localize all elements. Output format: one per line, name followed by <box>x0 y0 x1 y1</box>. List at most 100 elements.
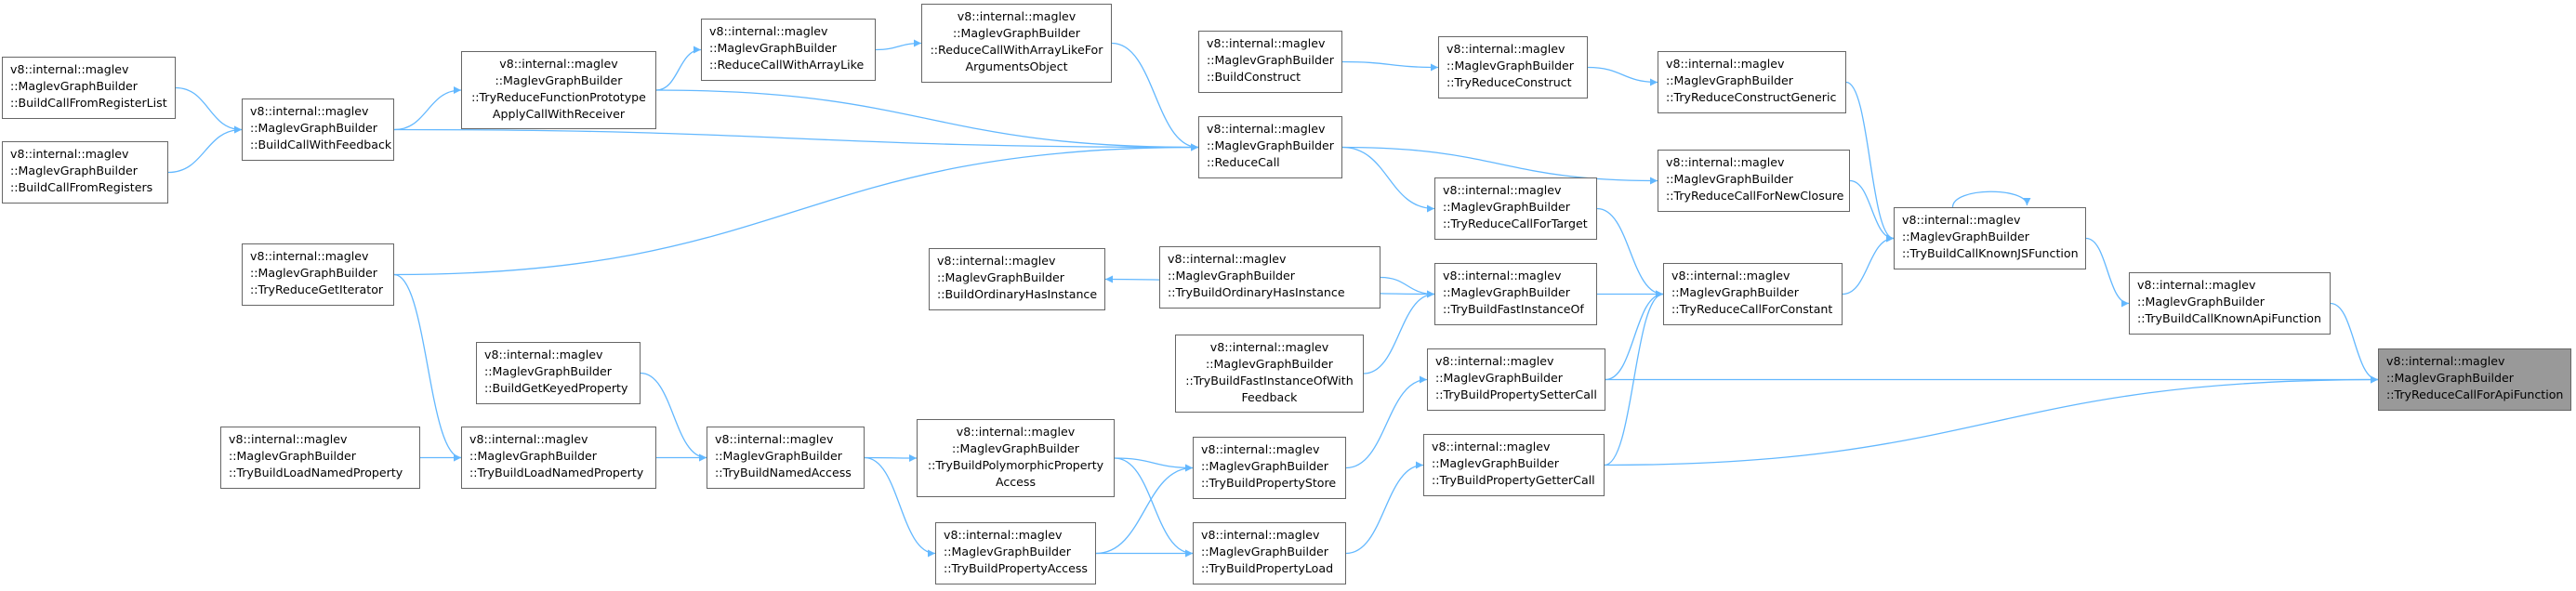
edge-tbckjf-to-tbckjf <box>1951 190 2031 208</box>
node-line: ::MaglevGraphBuilder <box>469 449 597 463</box>
edge-tbpgc-to-trcfc <box>1604 290 1664 466</box>
edge-tbckjf-to-tbckaf <box>2085 237 2130 308</box>
node-try-build-property-access[interactable]: v8::internal::maglev ::MaglevGraphBuilde… <box>935 522 1096 584</box>
node-line: v8::internal::maglev <box>10 62 129 76</box>
node-line: ::MaglevGraphBuilder <box>10 79 138 93</box>
node-line: ::MaglevGraphBuilder <box>1666 73 1793 87</box>
node-line: ::BuildCallFromRegisters <box>10 180 153 194</box>
node-line: ::MaglevGraphBuilder <box>1666 172 1793 186</box>
node-line: v8::internal::maglev <box>1443 269 1562 282</box>
node-line: ::TryBuildNamedAccess <box>715 466 852 479</box>
node-try-build-property-store[interactable]: v8::internal::maglev ::MaglevGraphBuilde… <box>1193 437 1346 499</box>
node-line: ::MaglevGraphBuilder <box>1207 138 1334 152</box>
node-try-reduce-construct[interactable]: v8::internal::maglev ::MaglevGraphBuilde… <box>1438 36 1588 98</box>
edge-rcwal-to-rcwalfao <box>875 39 922 51</box>
node-try-reduce-call-for-api-function[interactable]: v8::internal::maglev ::MaglevGraphBuilde… <box>2378 348 2571 411</box>
node-try-build-named-access[interactable]: v8::internal::maglev ::MaglevGraphBuilde… <box>707 427 865 489</box>
edge-trcfnc-to-tbckjf <box>1849 179 1895 243</box>
node-try-reduce-function-prototype-apply-call-with-receiver[interactable]: v8::internal::maglev ::MaglevGraphBuilde… <box>461 51 656 129</box>
node-try-build-fast-instance-of-with-feedback[interactable]: v8::internal::maglev ::MaglevGraphBuilde… <box>1175 335 1364 413</box>
node-try-reduce-call-for-constant[interactable]: v8::internal::maglev ::MaglevGraphBuilde… <box>1663 263 1843 325</box>
node-line: ::TryBuildCallKnownApiFunction <box>2137 311 2321 325</box>
node-line: v8::internal::maglev <box>1447 42 1565 56</box>
node-try-build-property-setter-call[interactable]: v8::internal::maglev ::MaglevGraphBuilde… <box>1427 348 1605 411</box>
node-line: ::MaglevGraphBuilder <box>10 164 138 177</box>
node-line: Feedback <box>1241 390 1298 404</box>
node-line: ::MaglevGraphBuilder <box>944 545 1071 558</box>
node-line: ArgumentsObject <box>965 59 1068 73</box>
node-line: ::MaglevGraphBuilder <box>1432 456 1559 470</box>
node-build-call-from-register-list[interactable]: v8::internal::maglev ::MaglevGraphBuilde… <box>2 57 176 119</box>
node-build-get-keyed-property[interactable]: v8::internal::maglev ::MaglevGraphBuilde… <box>476 342 641 404</box>
node-line: ::MaglevGraphBuilder <box>495 73 623 87</box>
node-line: ::BuildConstruct <box>1207 70 1301 84</box>
node-line: v8::internal::maglev <box>937 254 1056 268</box>
edge-rc-to-trcft <box>1341 146 1435 213</box>
edge-rcwalfao-to-rc <box>1111 42 1199 151</box>
node-try-build-call-known-js-function[interactable]: v8::internal::maglev ::MaglevGraphBuilde… <box>1894 207 2086 269</box>
node-try-reduce-call-for-new-closure[interactable]: v8::internal::maglev ::MaglevGraphBuilde… <box>1658 150 1850 212</box>
node-line: ::ReduceCallWithArrayLikeFor <box>930 43 1103 57</box>
node-line: ::MaglevGraphBuilder <box>250 121 377 135</box>
node-line: ::TryReduceCallForNewClosure <box>1666 189 1844 203</box>
node-try-build-call-known-api-function[interactable]: v8::internal::maglev ::MaglevGraphBuilde… <box>2129 272 2331 335</box>
node-line: ::TryBuildLoadNamedProperty <box>469 466 644 479</box>
node-try-reduce-call-for-target[interactable]: v8::internal::maglev ::MaglevGraphBuilde… <box>1434 177 1597 240</box>
node-try-build-load-named-property-source[interactable]: v8::internal::maglev ::MaglevGraphBuilde… <box>220 427 420 489</box>
node-reduce-call-with-array-like[interactable]: v8::internal::maglev ::MaglevGraphBuilde… <box>701 19 876 81</box>
node-line: v8::internal::maglev <box>1432 440 1551 453</box>
node-line: ::TryBuildPropertyGetterCall <box>1432 473 1595 487</box>
node-line: v8::internal::maglev <box>944 528 1063 542</box>
node-line: ::TryBuildPropertyStore <box>1201 476 1337 490</box>
edge-tbpl-to-tbpgc <box>1345 461 1424 555</box>
node-build-ordinary-has-instance[interactable]: v8::internal::maglev ::MaglevGraphBuilde… <box>929 248 1105 310</box>
edge-tbpgc-to-trcfaf <box>1604 375 2379 466</box>
node-line: Access <box>995 475 1037 489</box>
edge-tbfiowf-to-tbfio <box>1363 290 1435 374</box>
node-try-build-property-getter-call[interactable]: v8::internal::maglev ::MaglevGraphBuilde… <box>1423 434 1605 496</box>
node-try-reduce-get-iterator[interactable]: v8::internal::maglev ::MaglevGraphBuilde… <box>242 243 394 306</box>
node-line: ::MaglevGraphBuilder <box>2137 295 2265 309</box>
node-line: ::MaglevGraphBuilder <box>2386 371 2514 385</box>
node-line: v8::internal::maglev <box>1671 269 1790 282</box>
edge-bgkp-to-tbna <box>640 372 707 462</box>
node-line: ::TryReduceCallForTarget <box>1443 217 1588 230</box>
edge-trgi-to-tblnp2 <box>393 273 462 462</box>
edge-bc-to-trc <box>1341 60 1439 72</box>
edge-tbppa-to-tbpl <box>1114 457 1194 558</box>
edge-bcfrl-to-bcwf <box>175 86 243 134</box>
node-line: v8::internal::maglev <box>1666 57 1785 71</box>
node-line: v8::internal::maglev <box>1201 442 1320 456</box>
node-line: ::MaglevGraphBuilder <box>1671 285 1799 299</box>
edge-trcfc-to-tbckjf <box>1842 234 1895 296</box>
node-line: v8::internal::maglev <box>1201 528 1320 542</box>
node-line: v8::internal::maglev <box>229 432 348 446</box>
node-line: ::TryReduceConstruct <box>1447 75 1572 89</box>
node-line: ::MaglevGraphBuilder <box>1206 357 1333 371</box>
node-reduce-call-with-array-like-for-arguments-object[interactable]: v8::internal::maglev ::MaglevGraphBuilde… <box>921 4 1112 83</box>
node-build-construct[interactable]: v8::internal::maglev ::MaglevGraphBuilde… <box>1198 31 1342 93</box>
node-try-reduce-construct-generic[interactable]: v8::internal::maglev ::MaglevGraphBuilde… <box>1658 51 1846 113</box>
node-line: ::MaglevGraphBuilder <box>1443 285 1570 299</box>
node-reduce-call[interactable]: v8::internal::maglev ::MaglevGraphBuilde… <box>1198 116 1342 178</box>
node-line: ::MaglevGraphBuilder <box>937 270 1064 284</box>
node-line: ::MaglevGraphBuilder <box>1435 371 1563 385</box>
node-line: v8::internal::maglev <box>10 147 129 161</box>
node-line: v8::internal::maglev <box>957 9 1077 23</box>
node-line: ::ReduceCall <box>1207 155 1280 169</box>
node-line: v8::internal::maglev <box>956 425 1076 439</box>
node-line: ::TryBuildPropertyAccess <box>944 561 1088 575</box>
node-try-build-polymorphic-property-access[interactable]: v8::internal::maglev ::MaglevGraphBuilde… <box>917 419 1115 497</box>
node-line: v8::internal::maglev <box>499 57 618 71</box>
node-try-build-property-load[interactable]: v8::internal::maglev ::MaglevGraphBuilde… <box>1193 522 1346 584</box>
node-line: ::MaglevGraphBuilder <box>1902 230 2029 243</box>
node-line: ::TryBuildPropertyLoad <box>1201 561 1334 575</box>
node-build-call-with-feedback[interactable]: v8::internal::maglev ::MaglevGraphBuilde… <box>242 98 394 161</box>
node-build-call-from-registers[interactable]: v8::internal::maglev ::MaglevGraphBuilde… <box>2 141 168 204</box>
node-try-build-fast-instance-of[interactable]: v8::internal::maglev ::MaglevGraphBuilde… <box>1434 263 1597 325</box>
node-try-build-ordinary-has-instance[interactable]: v8::internal::maglev ::MaglevGraphBuilde… <box>1159 246 1380 309</box>
edge-tbps-to-tbpsc <box>1345 375 1428 469</box>
node-try-build-load-named-property[interactable]: v8::internal::maglev ::MaglevGraphBuilde… <box>461 427 656 489</box>
edge-tbckaf-to-trcfaf <box>2330 302 2379 384</box>
node-line: ::MaglevGraphBuilder <box>1201 459 1328 473</box>
